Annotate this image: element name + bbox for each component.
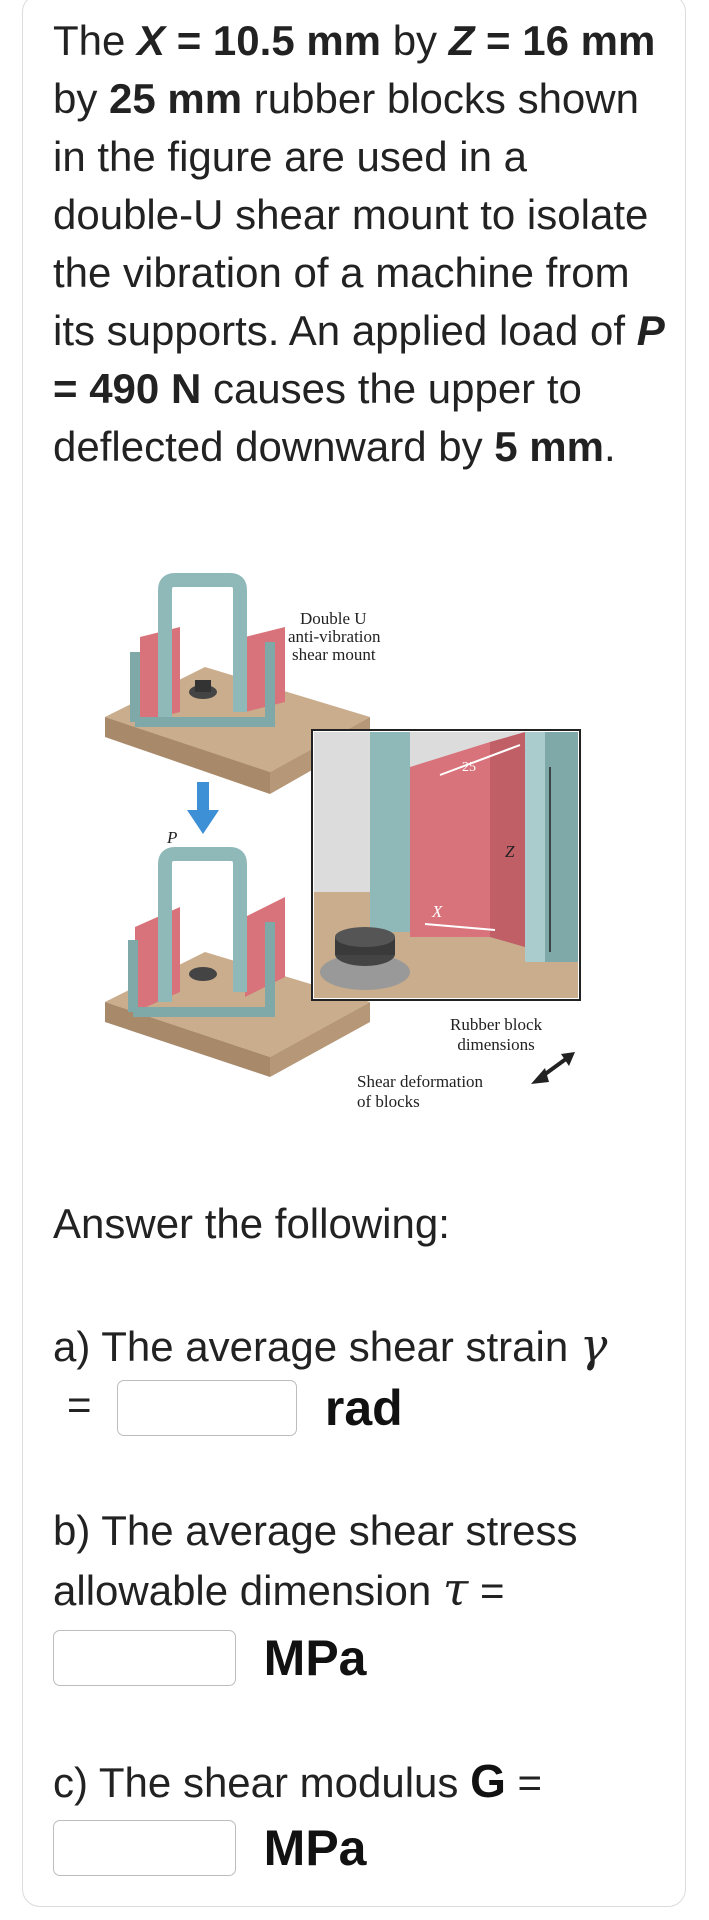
shear-mount-illustration bbox=[105, 573, 581, 1084]
question-c-text: c) The shear modulus bbox=[53, 1759, 459, 1806]
var-z: Z bbox=[448, 17, 475, 64]
label-mount: Double U anti-vibration shear mount bbox=[288, 609, 381, 664]
detail-rubber-block bbox=[410, 742, 490, 937]
load-arrow-shaft bbox=[197, 782, 209, 812]
gamma-symbol: γ bbox=[579, 1318, 608, 1372]
label-shear: Shear deformation of blocks bbox=[357, 1072, 484, 1111]
answer-heading: Answer the following: bbox=[53, 1200, 450, 1247]
question-a: a) The average shear strain γ = rad bbox=[53, 1318, 608, 1436]
label-p: P bbox=[167, 828, 178, 847]
dim-arrow-x bbox=[424, 923, 496, 931]
var-x: X bbox=[137, 17, 166, 64]
tau-symbol: τ bbox=[442, 1562, 469, 1616]
unit-a: rad bbox=[324, 1379, 403, 1436]
question-b: b) The average shear stress allowable di… bbox=[53, 1507, 578, 1686]
unit-b: MPa bbox=[263, 1629, 367, 1686]
label-25: 25 bbox=[462, 760, 476, 775]
answer-b-input[interactable] bbox=[53, 1629, 236, 1686]
load-arrow-head bbox=[187, 810, 219, 834]
question-b-text: b) The average shear stress allowable di… bbox=[53, 1507, 578, 1614]
answer-c-input[interactable] bbox=[53, 1819, 236, 1876]
answer-a-input[interactable] bbox=[117, 1379, 298, 1436]
label-dimensions: Rubber block dimensions bbox=[450, 1015, 543, 1054]
question-c: c) The shear modulus G = MPa bbox=[53, 1755, 543, 1876]
question-a-text: a) The average shear strain bbox=[53, 1323, 569, 1370]
unit-c: MPa bbox=[263, 1819, 367, 1876]
u-channel-top bbox=[158, 573, 247, 717]
g-symbol: G bbox=[470, 1755, 506, 1807]
var-p: P bbox=[636, 307, 665, 354]
detail-channel-left bbox=[370, 732, 410, 932]
label-z: Z bbox=[505, 842, 515, 861]
dim-arrow-25 bbox=[439, 744, 521, 776]
shear-mount-figure: Double U anti-vibration shear mount P 25… bbox=[95, 572, 670, 1152]
u-channel-bottom bbox=[158, 847, 247, 1002]
label-x: X bbox=[432, 902, 443, 921]
problem-statement: The X = 10.5 mm by Z = 16 mm by 25 mm ru… bbox=[53, 17, 665, 470]
